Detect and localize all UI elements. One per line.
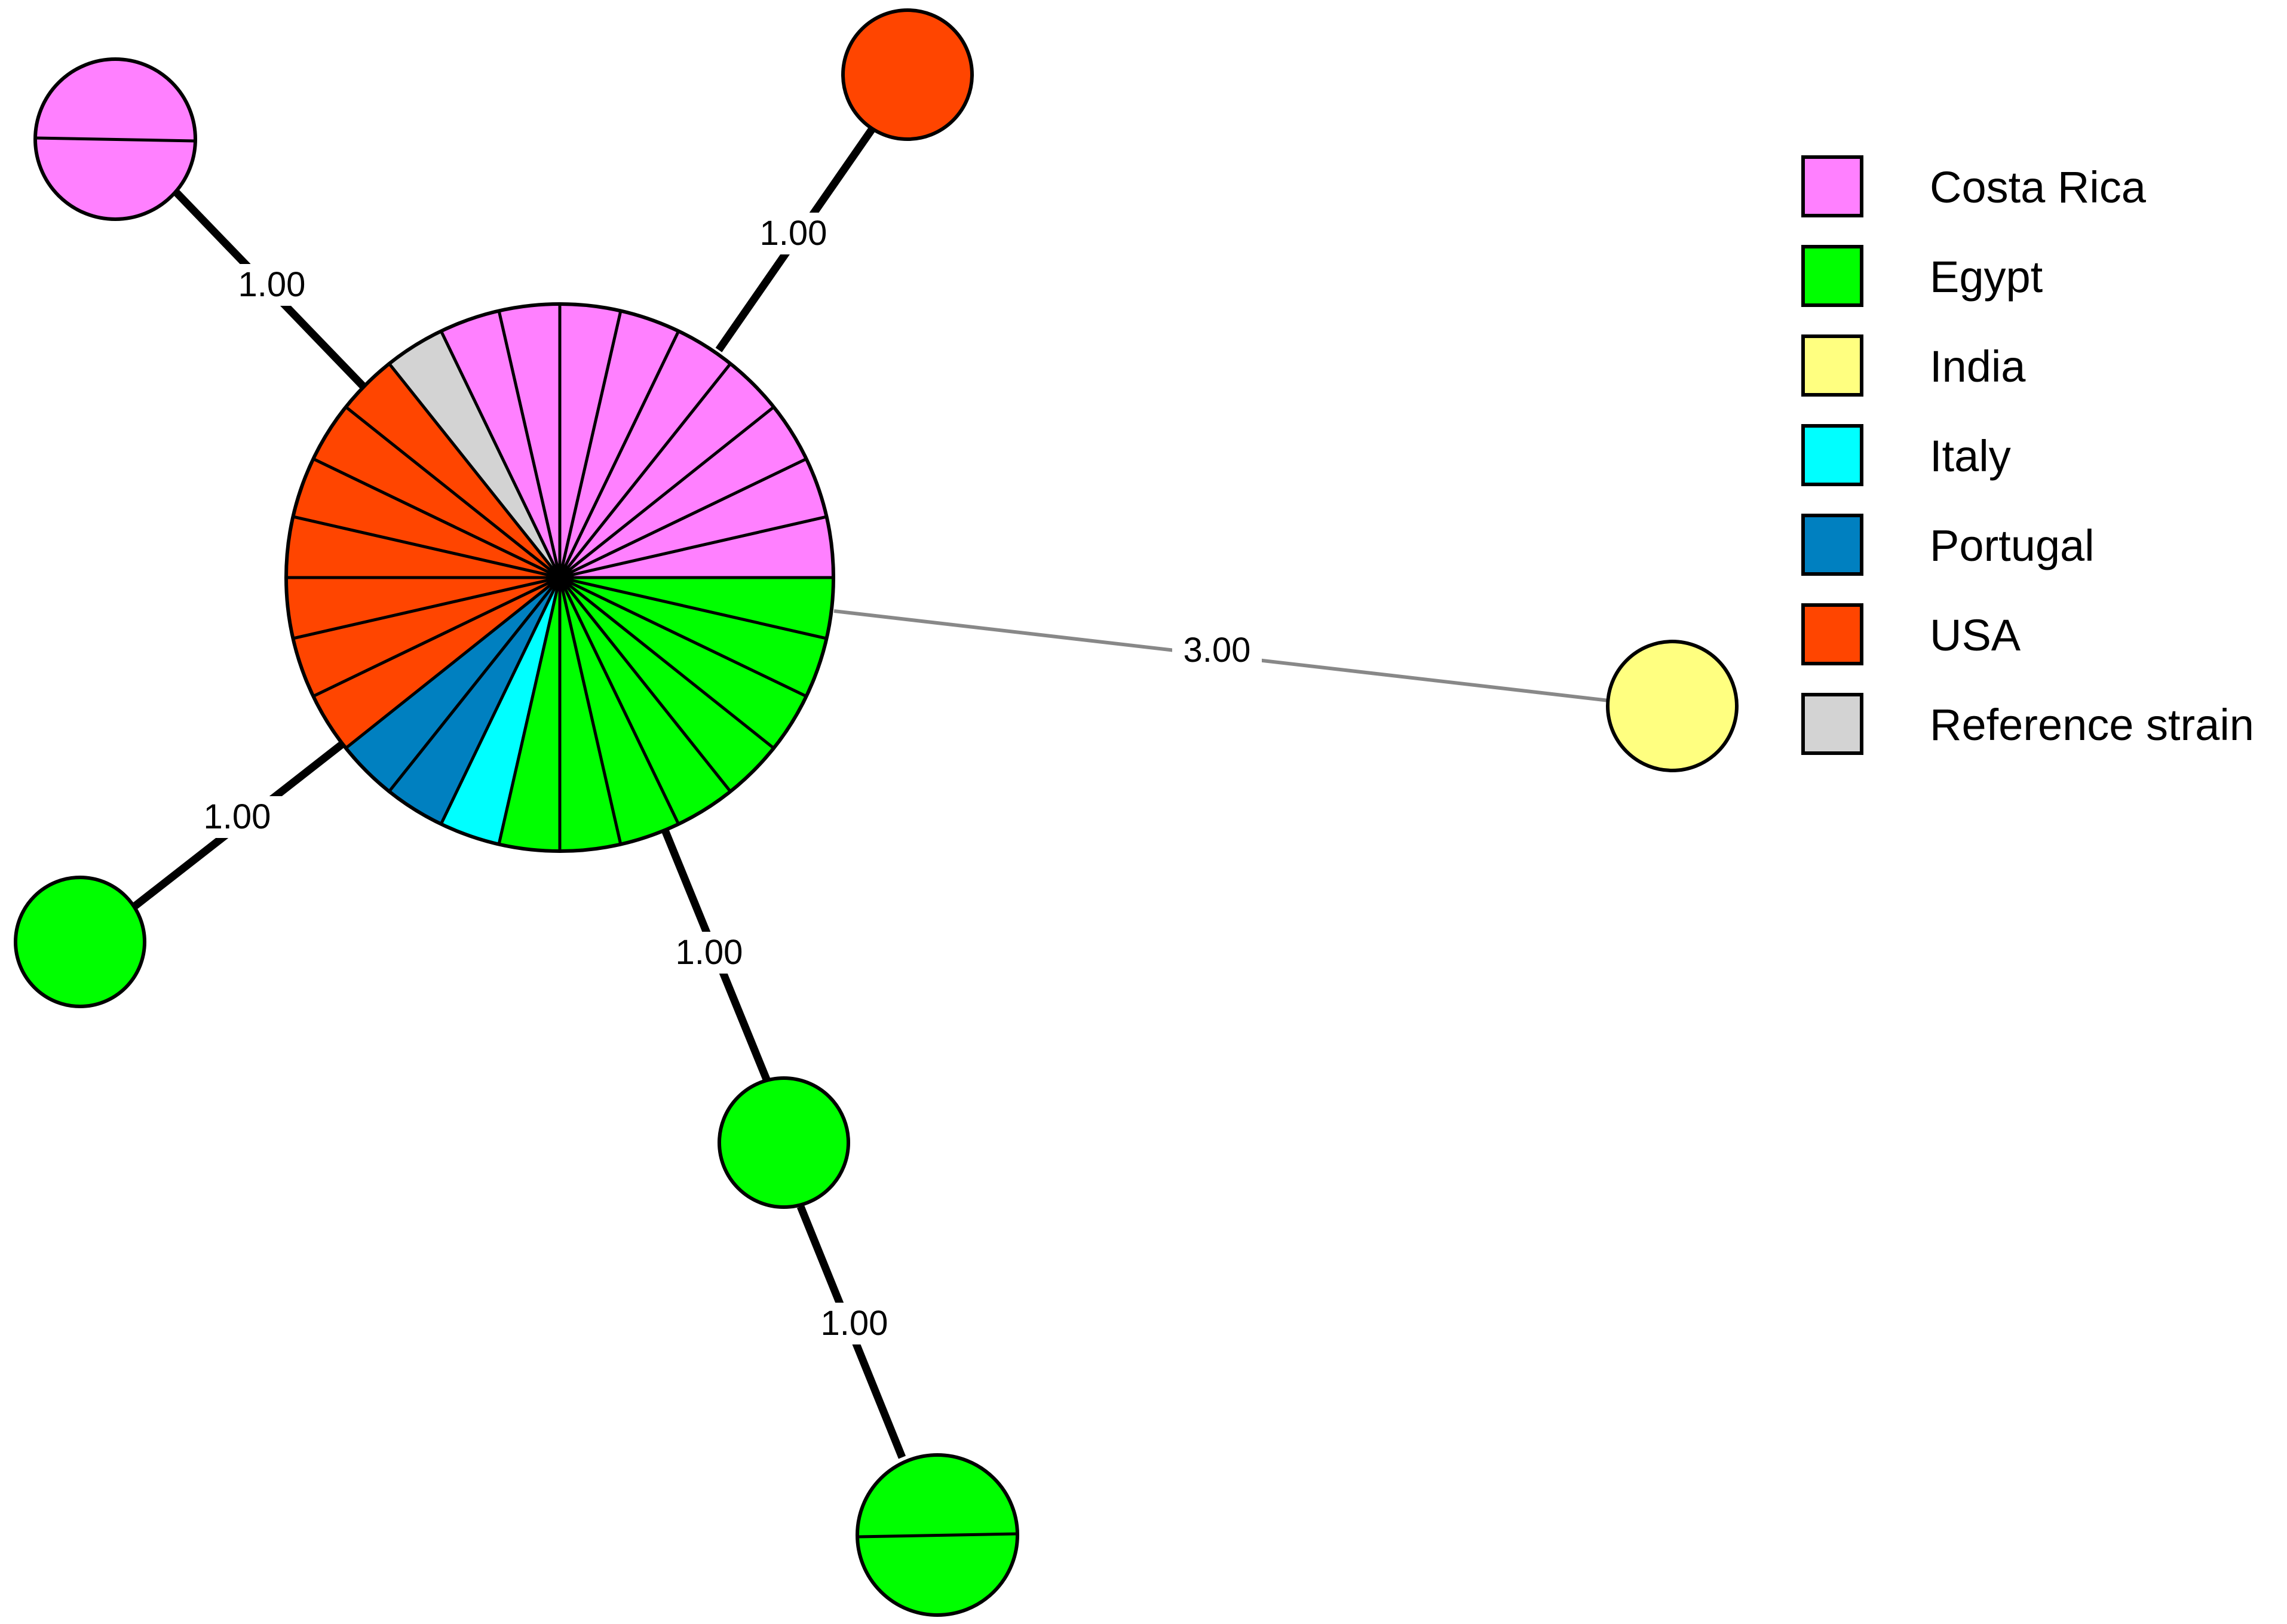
- legend-item-italy: Italy: [1801, 424, 2011, 486]
- legend-item-india: India: [1801, 334, 2026, 397]
- central-node-hub: [550, 568, 569, 587]
- node-usa-top: [841, 8, 974, 141]
- edge-label-bg: [1172, 630, 1262, 671]
- node-egypt-bottom: [856, 1453, 1019, 1617]
- legend-swatch: [1801, 603, 1863, 665]
- legend-label: Egypt: [1930, 252, 2043, 302]
- legend-swatch: [1801, 424, 1863, 486]
- legend-label: India: [1930, 342, 2026, 391]
- node-egypt-left: [14, 876, 146, 1008]
- legend-label: Costa Rica: [1930, 162, 2147, 212]
- network-edges: [124, 121, 1610, 1459]
- edge-label-egypt-left: 1.00: [204, 797, 271, 836]
- legend-item-egypt: Egypt: [1801, 245, 2043, 307]
- node-costa-rica-left: [33, 57, 197, 221]
- edge-label-india: 3.00: [1184, 631, 1251, 670]
- legend-swatch: [1801, 334, 1863, 397]
- edge-label-bg: [227, 264, 317, 306]
- edge-label-usa: 1.00: [760, 214, 827, 253]
- node-central-haplotype: [284, 302, 835, 853]
- edge-label-bg: [664, 932, 754, 974]
- edge-labels: 1.00 1.00 1.00 1.00 1.00 3.00: [192, 213, 1262, 1344]
- central-node-outline: [284, 302, 835, 853]
- legend-swatch: [1801, 245, 1863, 307]
- edge-label-bg: [749, 213, 838, 254]
- node-egypt-mid: [718, 1076, 850, 1209]
- legend-item-costa-rica: Costa Rica: [1801, 155, 2147, 217]
- edge-label-bg: [192, 796, 282, 838]
- edge-label-egypt-mid: 1.00: [676, 933, 743, 972]
- node-india: [1606, 640, 1739, 772]
- legend-label: USA: [1930, 610, 2021, 660]
- edge-label-egypt-bottom: 1.00: [821, 1304, 888, 1343]
- peripheral-nodes: [14, 8, 1739, 1617]
- legend-swatch: [1801, 155, 1863, 217]
- edge-label-costa-rica: 1.00: [238, 265, 306, 304]
- legend-item-usa: USA: [1801, 603, 2021, 665]
- legend-item-reference-strain: Reference strain: [1801, 693, 2254, 755]
- legend-item-portugal: Portugal: [1801, 514, 2095, 576]
- edge-label-bg: [810, 1303, 899, 1344]
- legend-swatch: [1801, 514, 1863, 576]
- legend-label: Italy: [1930, 431, 2011, 481]
- legend-label: Reference strain: [1930, 700, 2254, 750]
- legend-swatch: [1801, 693, 1863, 755]
- legend-label: Portugal: [1930, 521, 2095, 570]
